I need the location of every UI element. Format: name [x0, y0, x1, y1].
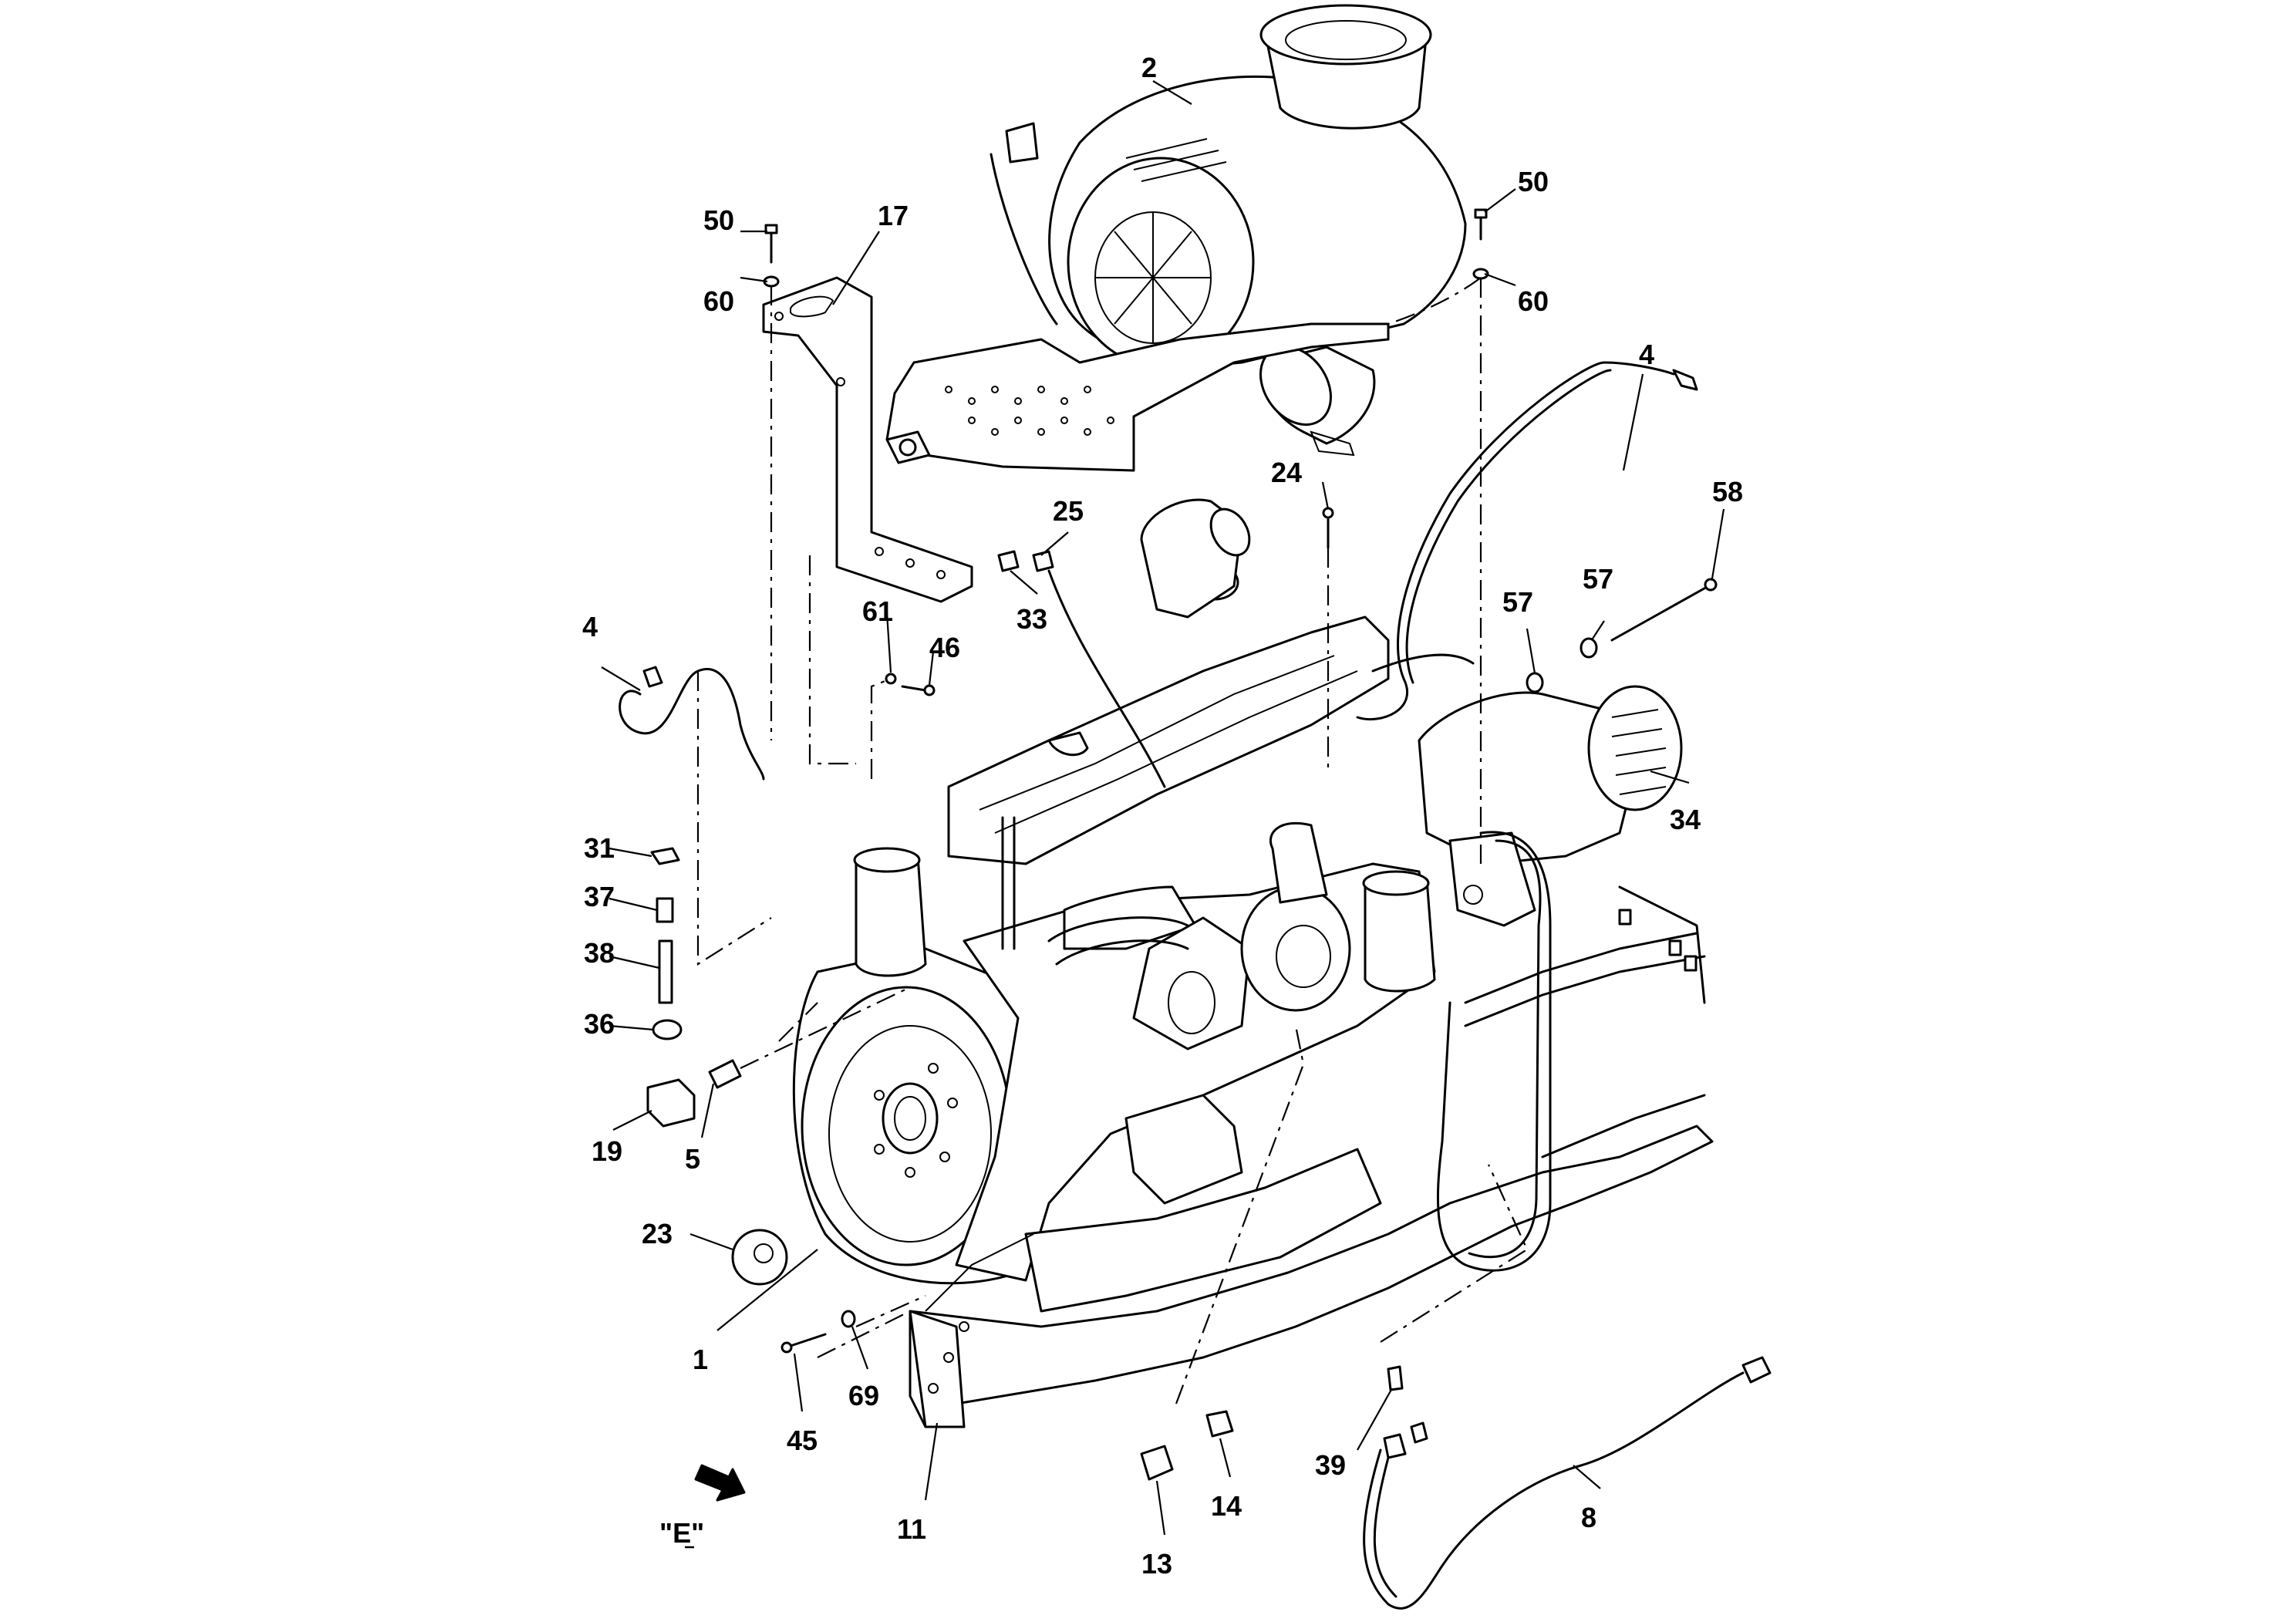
callout-38: 38 — [584, 937, 615, 969]
callout-58: 58 — [1712, 476, 1743, 508]
small-parts — [646, 208, 1718, 1481]
view-arrow-e: "E" — [659, 1464, 746, 1549]
callout-61: 61 — [862, 595, 893, 627]
callout-34: 34 — [1670, 804, 1701, 835]
callout-50: 50 — [1518, 166, 1549, 197]
callout-57: 57 — [1583, 563, 1613, 595]
callout-17: 17 — [878, 200, 909, 231]
callout-4: 4 — [582, 611, 598, 642]
callout-46: 46 — [929, 632, 960, 663]
callout-36: 36 — [584, 1008, 615, 1040]
callout-37: 37 — [584, 881, 615, 912]
callout-19: 19 — [592, 1135, 622, 1167]
engine-assembly — [792, 498, 1683, 1313]
callout-60: 60 — [703, 285, 734, 317]
callouts: 2 17 50 60 50 60 4 58 24 25 33 61 46 4 5… — [582, 52, 1743, 1580]
callout-11: 11 — [897, 1513, 926, 1545]
hoses — [619, 361, 1772, 1610]
support-bracket — [762, 276, 973, 603]
callout-13: 13 — [1141, 1548, 1172, 1580]
callout-14: 14 — [1211, 1490, 1242, 1522]
assembly-lines — [696, 277, 1529, 1404]
callout-69: 69 — [848, 1380, 879, 1411]
callout-31: 31 — [584, 832, 615, 864]
air-cleaner — [885, 4, 1467, 472]
callout-5: 5 — [685, 1143, 700, 1175]
callout-57: 57 — [1502, 586, 1533, 618]
callout-24: 24 — [1271, 457, 1302, 488]
callout-1: 1 — [693, 1344, 708, 1375]
view-label: "E" — [659, 1517, 704, 1549]
callout-25: 25 — [1053, 495, 1084, 527]
callout-50: 50 — [703, 204, 734, 236]
leader-lines — [601, 80, 1725, 1536]
callout-39: 39 — [1315, 1449, 1346, 1481]
callout-23: 23 — [642, 1218, 673, 1249]
callout-33: 33 — [1017, 603, 1047, 635]
engine-frame — [909, 885, 1714, 1428]
callout-45: 45 — [787, 1425, 818, 1456]
callout-60: 60 — [1518, 285, 1549, 317]
callout-2: 2 — [1141, 52, 1157, 83]
callout-4: 4 — [1639, 339, 1654, 370]
callout-8: 8 — [1581, 1502, 1596, 1533]
